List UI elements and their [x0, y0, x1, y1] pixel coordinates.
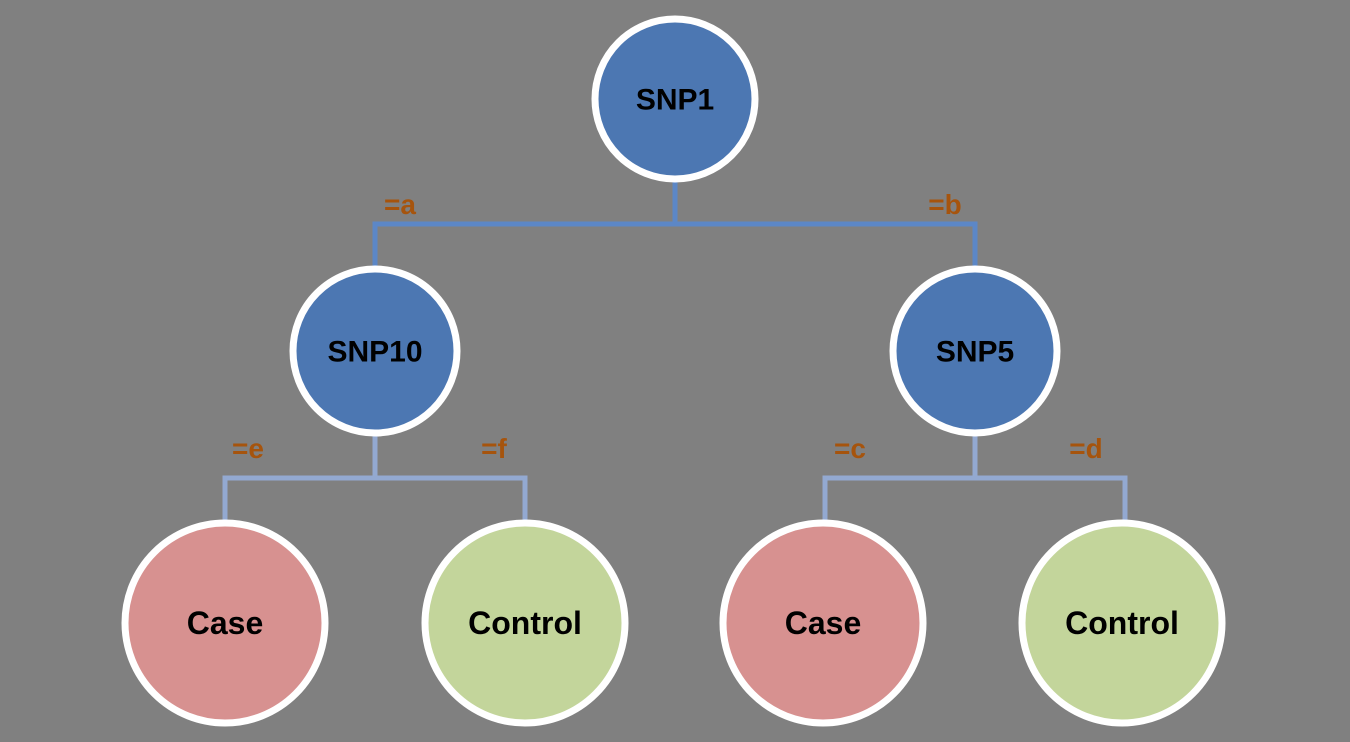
edge-label-c: =c [834, 433, 866, 464]
connector-snp10-bracket [222, 475, 528, 522]
edge-label-f: =f [481, 433, 507, 464]
snp5-node-label: SNP5 [936, 336, 1014, 369]
snp5-node-circle [889, 265, 1061, 437]
connector-snp5-bracket [822, 475, 1128, 522]
root-node-label: SNP1 [636, 84, 714, 117]
right-control-leaf-circle [1018, 519, 1226, 727]
edge-label-e: =e [232, 433, 264, 464]
left-control-leaf-label: Control [468, 605, 582, 641]
left-case-leaf-label: Case [187, 605, 264, 641]
edge-label-a: =a [384, 189, 416, 220]
edge-label-b: =b [928, 189, 961, 220]
snp10-node-label: SNP10 [327, 336, 422, 369]
edge-label-d: =d [1069, 433, 1102, 464]
snp10-node-circle [289, 265, 461, 437]
right-control-leaf-label: Control [1065, 605, 1179, 641]
right-case-leaf-label: Case [785, 605, 862, 641]
root-node-circle [591, 15, 759, 183]
left-case-leaf-circle [121, 519, 329, 727]
right-case-leaf-circle [719, 519, 927, 727]
left-control-leaf-circle [421, 519, 629, 727]
connector-root-bracket [372, 221, 978, 267]
